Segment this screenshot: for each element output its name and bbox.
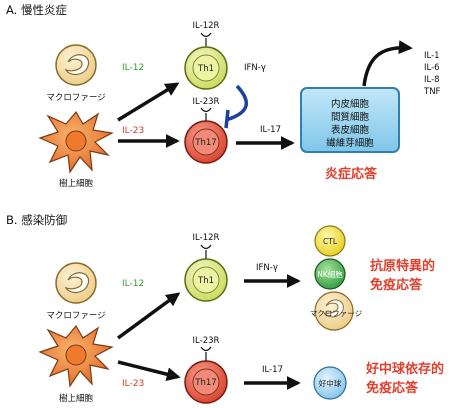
il23r-receptor-icon-a <box>200 107 212 121</box>
il23r-label-b: IL-23R <box>193 336 220 346</box>
tissue-cell-4: 繊維芽細胞 <box>326 137 374 149</box>
neutrophil-label: 好中球 <box>319 378 342 388</box>
nk-label: NK細胞 <box>317 269 343 279</box>
tissue-cell-2: 間質細胞 <box>331 111 370 123</box>
cytokine-out-2: IL-6 <box>424 63 440 73</box>
il17-label-b: IL-17 <box>262 365 283 375</box>
antigen-response-line2: 免疫応答 <box>370 277 423 293</box>
cytokine-out-3: IL-8 <box>424 75 440 85</box>
il12-label-a: IL-12 <box>122 63 144 73</box>
neutrophil-cell <box>313 366 347 400</box>
dendritic-cell-a <box>38 110 114 174</box>
il23-label-b: IL-23 <box>122 379 144 389</box>
macrophage-label-a: マクロファージ <box>46 93 105 103</box>
il12r-receptor-icon-b <box>200 244 212 259</box>
il12r-label-a: IL-12R <box>193 21 220 31</box>
tissue-cell-1: 内皮細胞 <box>331 98 370 110</box>
il17-label-a: IL-17 <box>260 125 281 135</box>
antigen-response-line1: 抗原特異的 <box>370 258 435 274</box>
dendritic-label-a: 樹上細胞 <box>59 178 94 189</box>
il12-label-b: IL-12 <box>122 279 144 289</box>
ctl-cell <box>314 225 346 257</box>
tissue-cell-3: 表皮細胞 <box>331 124 370 136</box>
il23r-label-a: IL-23R <box>193 97 220 107</box>
neutrophil-response-line1: 好中球依存的 <box>365 361 444 377</box>
il23r-receptor-icon-b <box>200 346 212 361</box>
th1-label-b: Th1 <box>197 276 214 286</box>
inflammation-outcome-a: 炎症応答 <box>325 166 378 182</box>
dendritic-cell-b <box>38 324 114 388</box>
section-a-title: A. 慢性炎症 <box>6 3 67 17</box>
tissue-cells-box <box>300 87 400 153</box>
ifn-inhibit-line-a <box>225 84 248 122</box>
ifn-label-b: IFN-γ <box>256 263 278 273</box>
th17-label-a: Th17 <box>194 138 216 148</box>
th1-label-a: Th1 <box>197 64 214 74</box>
th17-nucleus-a <box>192 128 220 156</box>
il12r-label-b: IL-12R <box>193 233 220 243</box>
ifn-label-a: IFN-γ <box>244 63 266 73</box>
il12r-receptor-icon-a <box>200 32 212 47</box>
section-b-title: B. 感染防御 <box>6 213 67 227</box>
th1-nucleus-a <box>192 54 220 82</box>
nk-cell <box>314 258 346 290</box>
cytokine-out-4: TNF <box>423 87 441 97</box>
il23-label-a: IL-23 <box>122 126 144 136</box>
arrow-dc-to-th17-b <box>117 360 181 382</box>
th17-label-b: Th17 <box>194 378 216 388</box>
dendritic-label-b: 樹上細胞 <box>59 393 94 404</box>
arrow-dc-to-th1-a <box>117 82 180 122</box>
arrow-dc-to-th1-b <box>116 292 181 340</box>
arrow-tissue-to-cytokines-a <box>362 40 413 87</box>
th17-nucleus-b <box>192 368 220 396</box>
macrophage-label-b: マクロファージ <box>46 311 105 321</box>
macrophage-effector-label: マクロファージ <box>310 309 363 318</box>
cytokine-out-1: IL-1 <box>424 51 440 61</box>
ifn-inhibit-bar-a <box>224 109 230 129</box>
macrophage-cell-b <box>55 262 97 304</box>
macrophage-effector-cell <box>314 291 354 331</box>
macrophage-cell-a <box>55 44 97 86</box>
th1-nucleus-b <box>192 266 220 294</box>
ctl-label: CTL <box>323 237 338 246</box>
neutrophil-response-line2: 免疫応答 <box>366 380 419 396</box>
